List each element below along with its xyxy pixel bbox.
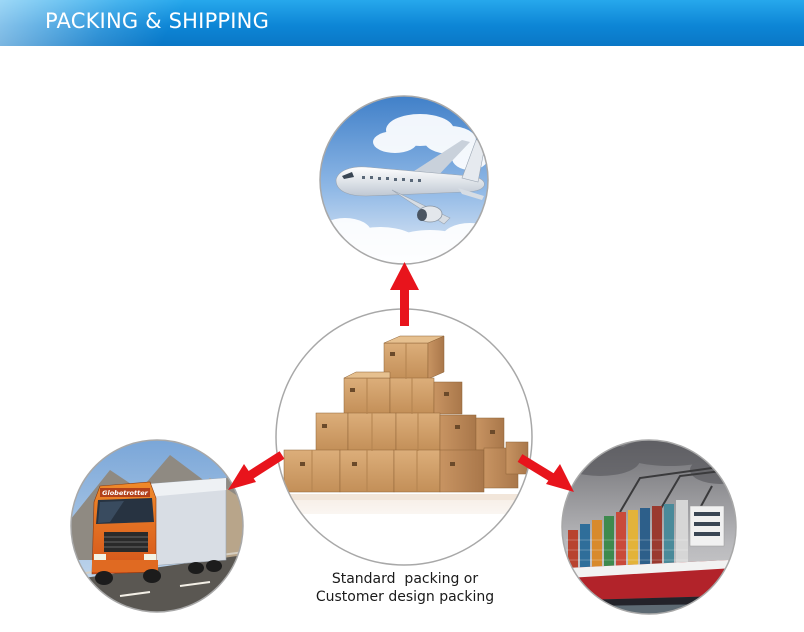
airplane-photo [319, 95, 489, 265]
cardboard-boxes-photo [275, 308, 533, 566]
arrow-right-to-sea [517, 454, 574, 492]
arrow-up-to-air [390, 262, 419, 326]
truck-photo: Globetrotter [70, 439, 244, 613]
header-bar: PACKING & SHIPPING [0, 0, 804, 46]
page-title: PACKING & SHIPPING [45, 9, 270, 33]
airplane-icon [335, 139, 487, 225]
packing-caption: Standard packing or Customer design pack… [300, 570, 510, 606]
arrow-left-to-road [228, 451, 285, 490]
caption-line-2: Customer design packing [315, 589, 495, 605]
caption-line-1: Standard packing or [331, 571, 479, 587]
container-ship-photo [561, 439, 737, 615]
truck-brand-text: Globetrotter [102, 489, 148, 497]
